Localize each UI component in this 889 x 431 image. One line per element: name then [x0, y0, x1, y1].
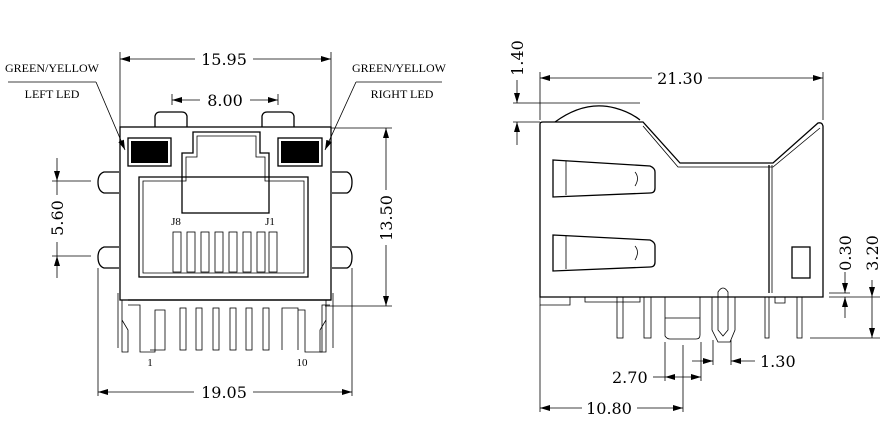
jack-opening	[138, 131, 309, 278]
side-view: 21.30 1.40 0.30 3.20 1.30 2.70	[508, 40, 882, 418]
dim-13-50-lines	[325, 127, 392, 307]
contact	[228, 231, 238, 273]
left-led	[127, 137, 172, 167]
dim-standoff: 0.30	[836, 235, 855, 271]
dim-tab-spacing: 8.00	[207, 91, 243, 110]
dim-10-80-lines	[539, 305, 684, 412]
latch-top-detail	[565, 161, 638, 195]
contact	[242, 231, 252, 273]
dim-2-70-lines	[653, 342, 702, 381]
right-led-leader-arrow	[324, 81, 357, 151]
dim-1-30-lines	[692, 340, 755, 365]
right-led	[277, 137, 323, 167]
dim-3-20-lines	[810, 280, 880, 339]
dim-pin-length: 3.20	[863, 235, 882, 271]
dim-15-95-lines	[119, 52, 332, 127]
left-led-label: LEFT LED	[25, 87, 80, 101]
pin-10-label: 10	[297, 357, 309, 369]
peg-right-bottom	[332, 246, 353, 269]
top-tab-right	[261, 111, 295, 127]
left-led-leader-arrow	[95, 81, 126, 151]
dim-spring-height: 1.40	[508, 40, 527, 76]
dim-5-60-lines	[52, 158, 91, 278]
dim-21-30-lines	[539, 72, 824, 120]
dim-post-offset: 2.70	[612, 368, 648, 387]
side-window	[791, 246, 811, 279]
dim-post-position: 10.80	[586, 399, 632, 418]
latch-bottom	[552, 234, 656, 272]
dim-1-40-lines	[513, 80, 640, 145]
contact	[268, 231, 278, 273]
dim-height: 13.50	[377, 195, 396, 241]
bottom-pins	[117, 293, 334, 353]
contact	[200, 231, 210, 273]
dim-overall-width: 19.05	[201, 383, 247, 402]
dim-post-width: 1.30	[760, 352, 796, 371]
spring-tab	[554, 105, 641, 123]
jack-opening-inner	[142, 135, 305, 274]
dim-peg-spacing: 5.60	[48, 200, 67, 236]
dim-8-00-lines	[171, 94, 279, 105]
side-body-outline	[539, 121, 824, 298]
front-view: 1 10 J8 J1 GREEN/YELLOW LEFT LED GREEN/Y…	[5, 50, 447, 402]
right-led-label-color: GREEN/YELLOW	[352, 61, 447, 75]
pin-1-label: 1	[147, 357, 153, 369]
dim-length: 21.30	[657, 69, 703, 88]
peg-right-top	[332, 171, 353, 194]
plug-cavity	[181, 176, 270, 214]
pin-j1-label: J1	[265, 216, 275, 228]
side-top-bevel	[642, 125, 821, 168]
side-pins	[539, 287, 803, 343]
left-led-label-color: GREEN/YELLOW	[5, 61, 100, 75]
right-led-label: RIGHT LED	[371, 87, 434, 101]
latch-top	[552, 159, 656, 198]
contact	[172, 231, 182, 273]
contact	[256, 231, 266, 273]
left-led-fill	[131, 141, 168, 163]
contact	[214, 231, 224, 273]
right-led-fill	[281, 141, 319, 163]
contacts	[172, 231, 278, 273]
dim-body-width: 15.95	[201, 50, 247, 69]
peg-left-top	[97, 171, 119, 194]
latch-bottom-detail	[565, 236, 638, 269]
contact	[186, 231, 196, 273]
dim-19-05-lines	[97, 268, 353, 396]
pin-j8-label: J8	[171, 216, 181, 228]
top-tab-left	[154, 111, 188, 127]
peg-left-bottom	[97, 246, 119, 269]
dim-0-30-lines	[829, 272, 880, 318]
